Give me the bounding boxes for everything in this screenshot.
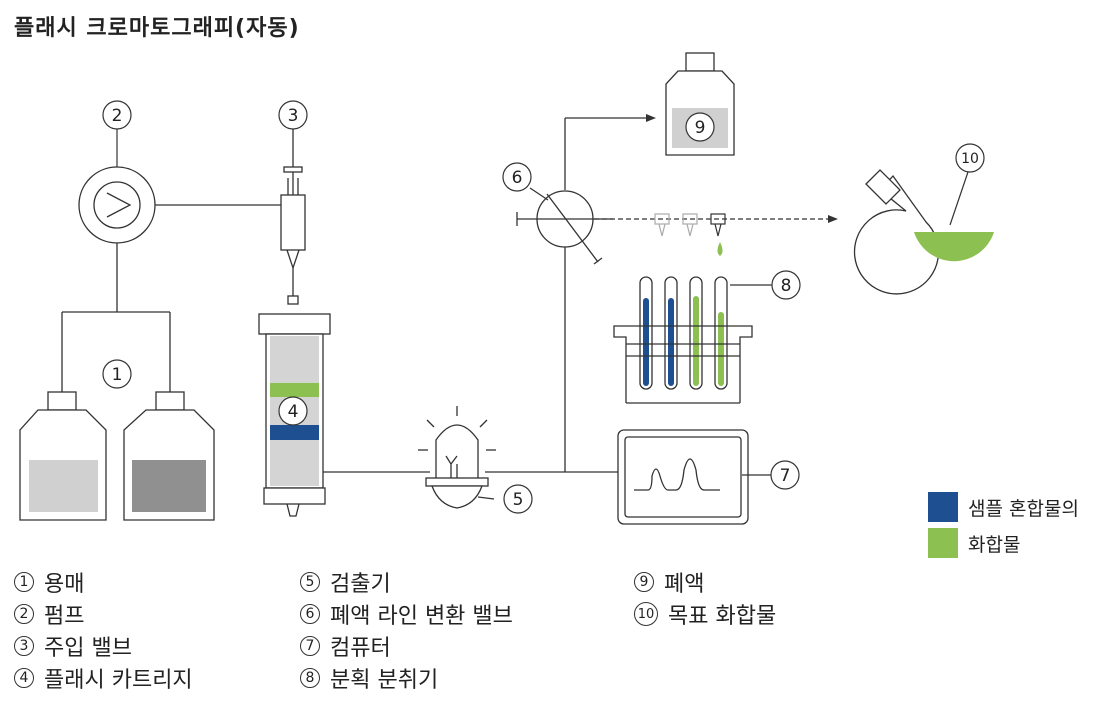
legend-label: 펌프 [44, 604, 85, 629]
svg-text:8: 8 [781, 276, 792, 296]
legend-label: 주입 밸브 [44, 636, 132, 661]
legend-number: 6 [300, 604, 320, 624]
svg-text:2: 2 [112, 106, 123, 126]
callout-7: 7 [770, 460, 800, 490]
legend-column-1: 1 용매 2 펌프 3 주입 밸브 4 플래시 카트리지 [14, 566, 193, 694]
legend-number: 5 [300, 572, 320, 592]
fraction-drip-heads [654, 213, 726, 237]
legend-item: 5 검출기 [300, 566, 513, 598]
arrow-to-flask [828, 215, 838, 223]
callout-1: 1 [102, 359, 132, 389]
svg-text:10: 10 [961, 151, 979, 167]
svg-text:1: 1 [112, 365, 123, 385]
callout-6: 6 [502, 162, 532, 192]
legend-item: 2 펌프 [14, 598, 193, 630]
callout-9: 9 [685, 112, 715, 142]
legend-label: 폐액 라인 변환 밸브 [330, 604, 513, 629]
computer [617, 429, 749, 525]
legend-item: 4 플래시 카트리지 [14, 662, 193, 694]
injection-valve [280, 129, 306, 305]
legend-column-3: 9 폐액 10 목표 화합물 [634, 566, 776, 630]
legend-item: 8 분획 분취기 [300, 662, 513, 694]
legend-number: 2 [14, 604, 34, 624]
svg-text:4: 4 [288, 402, 299, 422]
waste-line-switching-valve [516, 190, 613, 265]
color-key-blue: 샘플 혼합물의 [928, 492, 1079, 522]
green-swatch [928, 528, 958, 558]
flash-cartridge [258, 313, 331, 517]
color-key-label: 화합물 [968, 533, 1021, 556]
svg-text:9: 9 [695, 118, 706, 138]
fraction-collector [613, 276, 753, 404]
green-droplet [717, 242, 723, 256]
callout-8: 8 [771, 270, 801, 300]
svg-text:5: 5 [513, 490, 524, 510]
legend-number: 7 [300, 636, 320, 656]
legend-number: 9 [634, 572, 654, 592]
legend-label: 목표 화합물 [668, 604, 777, 629]
blue-swatch [928, 492, 958, 522]
svg-text:6: 6 [512, 168, 523, 188]
legend-item: 1 용매 [14, 566, 193, 598]
legend-number: 4 [14, 668, 34, 688]
legend-number: 1 [14, 572, 34, 592]
svg-text:3: 3 [288, 106, 299, 126]
color-key-green: 화합물 [928, 528, 1020, 558]
callout-3: 3 [278, 100, 308, 130]
legend-number: 3 [14, 636, 34, 656]
callout-10: 10 [955, 143, 985, 173]
legend-label: 컴퓨터 [330, 636, 391, 661]
legend-label: 용매 [44, 572, 85, 597]
legend-label: 플래시 카트리지 [44, 668, 193, 693]
page-title: 플래시 크로마토그래피(자동) [14, 16, 300, 41]
solvent-bottles [19, 391, 215, 521]
legend-item: 9 폐액 [634, 566, 776, 598]
legend-number: 8 [300, 668, 320, 688]
arrow-to-waste [646, 114, 656, 122]
legend-item: 6 폐액 라인 변환 밸브 [300, 598, 513, 630]
legend-label: 분획 분취기 [330, 668, 439, 693]
legend-label: 검출기 [330, 572, 391, 597]
legend-item: 10 목표 화합물 [634, 598, 776, 630]
target-flask [853, 169, 994, 295]
callout-4: 4 [278, 396, 308, 426]
callout-5: 5 [503, 484, 533, 514]
legend-number: 10 [634, 602, 658, 626]
legend-item: 3 주입 밸브 [14, 630, 193, 662]
legend-item: 7 컴퓨터 [300, 630, 513, 662]
legend-label: 폐액 [664, 572, 705, 597]
detector [418, 406, 496, 509]
svg-text:7: 7 [780, 466, 791, 486]
pump [78, 166, 156, 244]
callout-2: 2 [102, 100, 132, 130]
legend-column-2: 5 검출기 6 폐액 라인 변환 밸브 7 컴퓨터 8 분획 분취기 [300, 566, 513, 694]
color-key-label: 샘플 혼합물의 [968, 497, 1079, 520]
